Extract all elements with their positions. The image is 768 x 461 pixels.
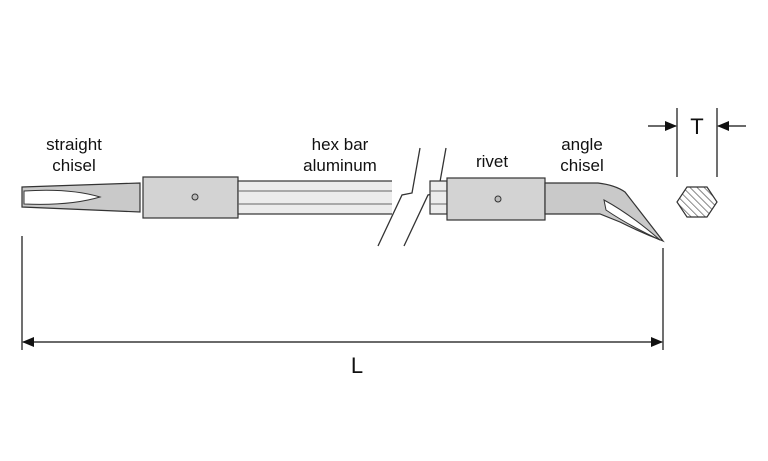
hex-bar-right-segment (429, 180, 448, 215)
straight-chisel-label-line1: straight (46, 135, 102, 154)
hex-bar-label-line1: hex bar (312, 135, 369, 154)
length-label: L (351, 353, 363, 378)
hex-bar-label-line2: aluminum (303, 156, 377, 175)
right-collar (446, 177, 546, 221)
angle-chisel-label-line2: chisel (560, 156, 603, 175)
length-dimension: L (21, 236, 664, 378)
hex-bar-left-segment (237, 180, 407, 215)
angle-chisel-tip (544, 182, 665, 243)
thickness-dimension: T (648, 108, 746, 177)
left-collar (142, 176, 239, 219)
straight-chisel-label-line2: chisel (52, 156, 95, 175)
break-symbol (377, 147, 447, 247)
hex-cross-section (676, 186, 718, 218)
straight-chisel-tip (21, 182, 141, 213)
thickness-label: T (690, 114, 703, 139)
angle-chisel-label-line1: angle (561, 135, 603, 154)
rivet-label: rivet (476, 152, 508, 171)
